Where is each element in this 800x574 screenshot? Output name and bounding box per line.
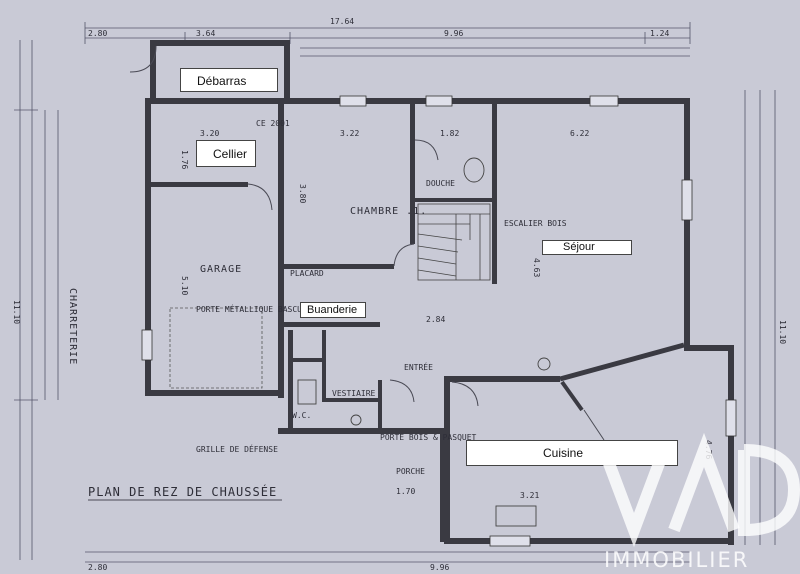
dim-left-height: 11.10 [12, 300, 21, 324]
room-label-sejour: Séjour [542, 240, 632, 255]
doors [129, 45, 479, 407]
dim-top-a: 2.80 [88, 29, 107, 38]
room-label-buanderie: Buanderie [300, 302, 366, 318]
walls [145, 40, 734, 545]
fixtures [297, 157, 605, 527]
brand-watermark-logo [598, 432, 800, 548]
dim-porche-w: 1.70 [396, 487, 415, 496]
dim-sejour-w: 6.22 [570, 129, 589, 138]
dim-entree-w: 2.84 [426, 315, 445, 324]
dim-right-height: 11.10 [778, 320, 787, 344]
charreterie-label: CHARRETERIE [67, 288, 78, 365]
escalier-label: ESCALIER BOIS [504, 219, 567, 228]
room-label-debarras: Débarras [180, 68, 278, 92]
porte-garage-label: PORTE MÉTALLIQUE BASCULANTE [196, 303, 326, 314]
brand-watermark-text: IMMOBILIER [604, 548, 750, 572]
vestiaire-label: VESTIAIRE [332, 389, 376, 398]
dim-cellier-h: 1.76 [180, 150, 189, 169]
garage-label: GARAGE [200, 264, 242, 275]
dim-top-c: 9.96 [444, 29, 463, 38]
ce-label: CE 2001 [256, 119, 290, 128]
room-label-cuisine: Cuisine [466, 440, 678, 466]
dim-chambre-w: 3.22 [340, 129, 359, 138]
windows [141, 95, 737, 547]
placard-label: PLACARD [290, 269, 324, 278]
dim-top-b: 3.64 [196, 29, 215, 38]
porche-label: PORCHE [396, 467, 425, 476]
dim-bottom-a: 2.80 [88, 563, 107, 572]
chambre-label: CHAMBRE .1. [350, 206, 427, 217]
dim-sdb-w: 1.82 [440, 129, 459, 138]
dimension-lines [14, 22, 776, 563]
dim-top-total: 17.64 [330, 17, 354, 26]
grille-label: GRILLE DE DÉFENSE [196, 443, 278, 454]
dim-bottom-b: 9.96 [430, 563, 449, 572]
garage-door-outline [169, 307, 263, 389]
room-label-cellier: Cellier [196, 140, 256, 167]
dim-top-d: 1.24 [650, 29, 669, 38]
douche-label: DOUCHE [426, 179, 455, 188]
dim-garage-h: 5.10 [180, 276, 189, 295]
staircase [417, 203, 491, 281]
dim-chambre-h: 3.80 [298, 184, 307, 203]
porte-bois-label: PORTE BOIS & PASQUET [380, 433, 477, 442]
entree-label: ENTRÉE [404, 361, 433, 372]
plan-title: PLAN DE REZ DE CHAUSSÉE [88, 484, 277, 499]
dim-sejour-h: 4.63 [532, 258, 541, 277]
dim-garage-w: 3.20 [200, 129, 219, 138]
dim-cuisine-w: 3.21 [520, 491, 539, 500]
wc-label: W.C. [292, 411, 311, 420]
